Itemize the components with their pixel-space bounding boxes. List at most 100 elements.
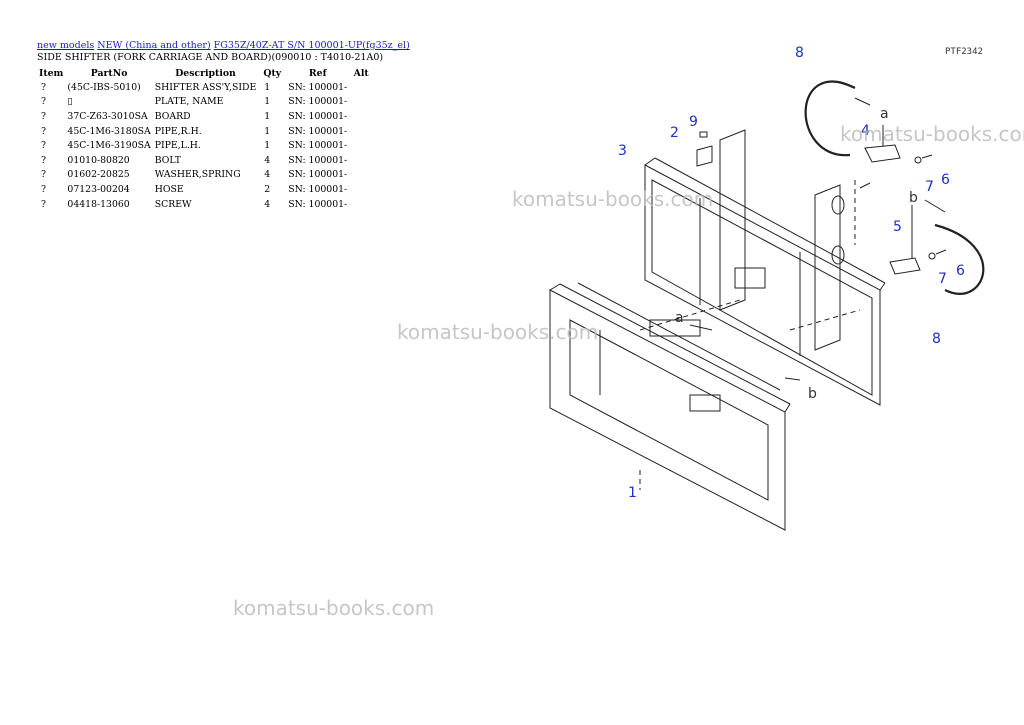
- row-description: PLATE, NAME: [154, 96, 224, 108]
- row-qty: 2: [264, 183, 271, 195]
- breadcrumb-link-model[interactable]: FG35Z/40Z-AT S/N 100001-UP(fg35z_el): [213, 40, 410, 51]
- row-item: ?: [41, 169, 46, 181]
- row-qty: 1: [264, 125, 271, 137]
- callout-1: 1: [628, 485, 637, 501]
- pipe-lh: [889, 257, 921, 275]
- row-ref: SN: 100001-: [288, 183, 348, 195]
- row-item: ?: [41, 154, 46, 166]
- figure-code: PTF2342: [945, 47, 983, 57]
- arrow-letter-a-lower: a: [675, 310, 684, 326]
- row-partno: 37C-Z63-3010SA: [67, 110, 148, 122]
- table-row: ? 37C-Z63-3010SA BOARD 1 SN: 100001-: [37, 109, 373, 124]
- header-item: Item: [39, 67, 64, 79]
- hose-lower: [934, 223, 985, 295]
- breadcrumb-link-region[interactable]: NEW (China and other): [97, 40, 211, 51]
- row-description: SHIFTER ASS'Y,SIDE: [154, 81, 257, 93]
- row-qty: 1: [264, 140, 271, 152]
- row-ref: SN: 100001-: [288, 169, 348, 181]
- row-alt: [349, 109, 373, 124]
- row-partno: 07123-00204: [67, 183, 130, 195]
- table-row: ? 45C-1M6-3180SA PIPE,R.H. 1 SN: 100001-: [37, 124, 373, 139]
- header-description: Description: [175, 67, 236, 79]
- arrow-letter-a-upper: a: [880, 106, 889, 122]
- board-upright-left: [719, 129, 746, 311]
- callout-3: 3: [618, 143, 627, 159]
- callout-2: 2: [670, 125, 679, 141]
- callout-9: 9: [689, 114, 698, 130]
- row-partno: 01010-80820: [67, 154, 130, 166]
- row-partno: (45C-IBS-5010): [67, 81, 141, 93]
- callout-8-lower: 8: [932, 331, 941, 347]
- row-alt: [349, 124, 373, 139]
- callout-7-lower: 7: [938, 271, 947, 287]
- row-qty: 4: [264, 198, 271, 210]
- breadcrumb-link-new-models[interactable]: new models: [37, 40, 95, 51]
- board-inner: [651, 179, 873, 396]
- fork-carriage-outline: [549, 289, 786, 531]
- callout-7-upper: 7: [925, 179, 934, 195]
- screw: [699, 131, 708, 138]
- breadcrumb: new models NEW (China and other) FG35Z/4…: [37, 40, 410, 52]
- row-ref: SN: 100001-: [288, 96, 348, 108]
- row-ref: SN: 100001-: [288, 154, 348, 166]
- watermark-upper-middle: komatsu-books.com: [512, 187, 714, 211]
- header-qty: Qty: [263, 67, 282, 79]
- row-description: SCREW: [154, 198, 192, 210]
- callout-8-upper: 8: [795, 45, 804, 61]
- row-item: ?: [41, 110, 46, 122]
- row-qty: 1: [264, 96, 271, 108]
- row-item: ?: [41, 96, 46, 108]
- row-item: ?: [41, 198, 46, 210]
- row-partno: 04418-13060: [67, 198, 130, 210]
- arrow-letter-b-right: b: [909, 190, 918, 206]
- parts-table-header: Item PartNo Description Qty Ref Alt: [37, 66, 373, 80]
- header-ref: Ref: [308, 67, 327, 79]
- row-alt: [349, 153, 373, 168]
- row-alt: [349, 95, 373, 110]
- board-upright-right: [814, 184, 841, 351]
- row-ref: SN: 100001-: [288, 125, 348, 137]
- row-item: ?: [41, 125, 46, 137]
- row-ref: SN: 100001-: [288, 81, 348, 93]
- row-ref: SN: 100001-: [288, 140, 348, 152]
- table-row: ? (45C-IBS-5010) SHIFTER ASS'Y,SIDE 1 SN…: [37, 80, 373, 95]
- table-row: ? 04418-13060 SCREW 4 SN: 100001-: [37, 197, 373, 212]
- row-ref: SN: 100001-: [288, 198, 348, 210]
- callout-6-upper: 6: [941, 172, 950, 188]
- watermark-top-right: komatsu-books.com: [840, 122, 1024, 146]
- callout-5: 5: [893, 219, 902, 235]
- row-qty: 4: [264, 154, 271, 166]
- board-outline: [644, 164, 881, 406]
- row-partno: 45C-1M6-3190SA: [67, 140, 151, 152]
- row-description: WASHER,SPRING: [154, 169, 241, 181]
- row-partno: 01602-20825: [67, 169, 130, 181]
- fork-carriage-inner: [569, 319, 769, 501]
- row-item: ?: [41, 81, 46, 93]
- pipe-rh: [864, 144, 901, 163]
- header-partno: PartNo: [90, 67, 128, 79]
- row-description: BOLT: [154, 154, 181, 166]
- arrow-letter-b-lower: b: [808, 386, 817, 402]
- row-description: PIPE,R.H.: [154, 125, 202, 137]
- row-description: HOSE: [154, 183, 184, 195]
- hose-upper: [804, 80, 856, 157]
- header-alt: Alt: [353, 67, 369, 79]
- watermark-middle: komatsu-books.com: [397, 320, 599, 344]
- table-row: ? ▯ PLATE, NAME 1 SN: 100001-: [37, 95, 373, 110]
- row-item: ?: [41, 140, 46, 152]
- watermark-bottom: komatsu-books.com: [233, 596, 435, 620]
- nameplate: [696, 145, 713, 167]
- row-description: PIPE,L.H.: [154, 140, 201, 152]
- table-row: ? 01602-20825 WASHER,SPRING 4 SN: 100001…: [37, 168, 373, 183]
- row-partno: 45C-1M6-3180SA: [67, 125, 151, 137]
- callout-6-lower: 6: [956, 263, 965, 279]
- page-title: SIDE SHIFTER (FORK CARRIAGE AND BOARD)(0…: [37, 52, 384, 63]
- parts-table: Item PartNo Description Qty Ref Alt ? (4…: [37, 66, 373, 211]
- row-qty: 1: [264, 81, 271, 93]
- row-alt: [349, 182, 373, 197]
- row-alt: [349, 168, 373, 183]
- row-qty: 1: [264, 110, 271, 122]
- row-ref: SN: 100001-: [288, 110, 348, 122]
- table-row: ? 07123-00204 HOSE 2 SN: 100001-: [37, 182, 373, 197]
- row-alt: [349, 80, 373, 95]
